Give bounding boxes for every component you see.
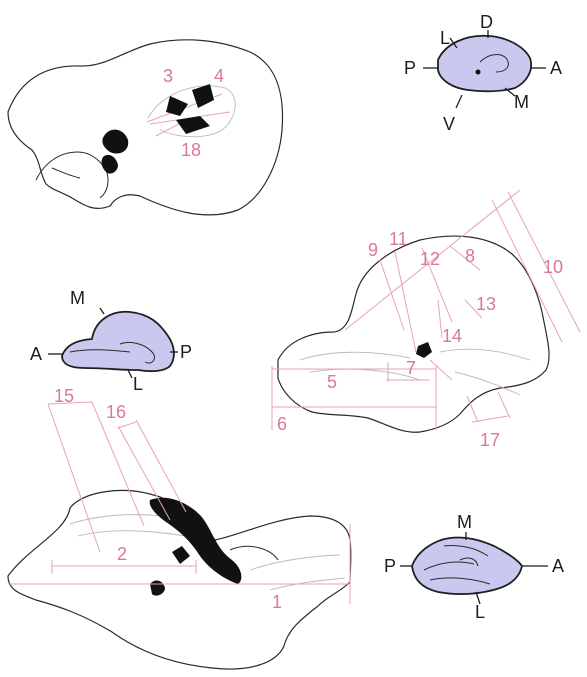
label-lateral: L [133,374,143,394]
measure-label-2: 2 [117,544,127,564]
measure-label-17: 17 [480,430,500,450]
measure-label-3: 3 [163,66,173,86]
label-lateral: L [440,28,450,48]
label-dorsal: D [480,12,493,32]
label-posterior: P [404,58,416,78]
measure-label-9: 9 [368,240,378,260]
label-anterior: A [550,58,562,78]
label-anterior: A [30,344,42,364]
measure-label-8: 8 [465,246,475,266]
measure-label-13: 13 [476,294,496,314]
measure-label-12: 12 [420,249,440,269]
label-posterior: P [180,342,192,362]
label-anterior: A [552,556,564,576]
label-medial: M [514,92,529,112]
measure-label-15: 15 [54,386,74,406]
measure-label-18: 18 [181,140,201,160]
orientation-inset-bottom: M P A L [384,512,564,622]
measure-label-14: 14 [442,326,462,346]
orientation-inset-middle: M A P L [30,288,192,394]
measure-label-10: 10 [543,257,563,277]
label-medial: M [457,512,472,532]
measure-label-4: 4 [214,66,224,86]
measure-label-16: 16 [106,402,126,422]
label-medial: M [70,288,85,308]
measure-label-5: 5 [327,372,337,392]
label-ventral: V [443,114,455,134]
measure-label-11: 11 [389,229,408,249]
brain-lateral-view-top: 3 4 18 [8,40,283,215]
measure-label-7: 7 [406,358,416,378]
measure-label-1: 1 [272,592,282,612]
label-posterior: P [384,556,396,576]
orientation-inset-top: P A D V L M [404,12,562,134]
measure-label-6: 6 [277,414,287,434]
label-lateral: L [475,602,485,622]
brain-lateral-view-bottom: 15 16 2 1 [8,386,351,669]
brain-lateral-view-middle: 9 11 12 8 10 13 14 7 5 6 17 [272,190,580,450]
